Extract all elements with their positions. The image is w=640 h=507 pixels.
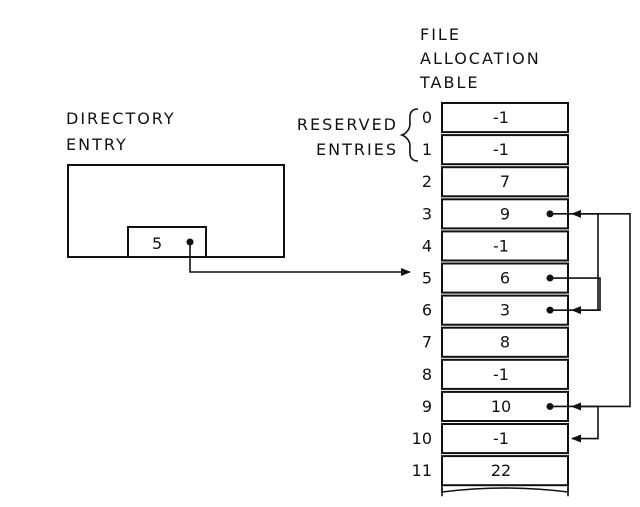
fat-cell-10 (441, 423, 569, 455)
fat-value-0: -1 (493, 108, 509, 127)
fat-cell-11 (441, 455, 569, 487)
fat-title-line-2: ALLOCATION (420, 49, 541, 68)
fat-value-8: -1 (493, 365, 509, 384)
fat-cell-0 (441, 102, 569, 134)
fat-cell-7 (441, 326, 569, 358)
fat-value-2: 7 (500, 172, 510, 191)
fat-value-3: 9 (500, 204, 510, 223)
chain-link-3-to-9 (550, 213, 631, 411)
fat-index-11: 11 (412, 461, 432, 480)
fat-value-1: -1 (493, 140, 509, 159)
fat-table: 0 -1 1 -1 2 7 3 9 4 -1 5 6 6 3 7 8 8 -1 9 10 10 -1 11 22 (412, 102, 569, 497)
fat-index-9: 9 (422, 397, 432, 416)
fat-value-7: 8 (500, 333, 510, 352)
fat-index-6: 6 (422, 301, 432, 320)
reserved-label-line-2: ENTRIES (316, 140, 398, 159)
directory-entry-box (67, 164, 285, 258)
start-cluster-field (127, 226, 207, 258)
reserved-label-line-1: RESERVED (297, 115, 398, 134)
fat-value-6: 3 (500, 301, 510, 320)
fat-cell-8 (441, 358, 569, 390)
fat-value-4: -1 (493, 236, 509, 255)
chain-link-5-to-6 (550, 277, 601, 315)
fat-title-line-1: FILE (420, 25, 461, 44)
fat-index-5: 5 (422, 269, 432, 288)
fat-value-9: 10 (491, 397, 511, 416)
fat-value-5: 6 (500, 269, 510, 288)
fat-index-3: 3 (422, 204, 432, 223)
start-cluster-arrow (189, 242, 411, 276)
start-cluster-value: 5 (152, 234, 162, 253)
chain-link-9-to-10 (550, 405, 599, 443)
fat-value-11: 22 (491, 461, 511, 480)
fat-index-0: 0 (422, 108, 432, 127)
fat-title-line-3: TABLE (419, 73, 479, 92)
directory-entry-label-line-2: ENTRY (66, 135, 128, 154)
reserved-brace (399, 108, 419, 162)
fat-index-10: 10 (412, 429, 432, 448)
fat-table-torn-edge (441, 485, 569, 493)
fat-index-1: 1 (422, 140, 432, 159)
cluster-chain (546, 209, 631, 443)
fat-index-2: 2 (422, 172, 432, 191)
fat-value-10: -1 (493, 429, 509, 448)
fat-cell-2 (441, 166, 569, 198)
fat-cell-1 (441, 134, 569, 166)
fat-index-4: 4 (422, 236, 432, 255)
fat-index-8: 8 (422, 365, 432, 384)
fat-index-7: 7 (422, 333, 432, 352)
fat-cell-4 (441, 230, 569, 262)
directory-entry-label-line-1: DIRECTORY (66, 109, 176, 128)
